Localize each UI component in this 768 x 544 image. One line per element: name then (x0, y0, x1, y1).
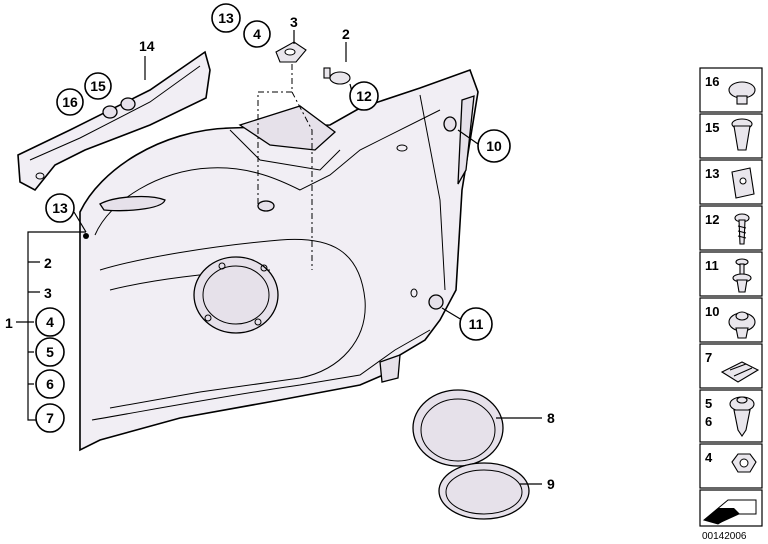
callout-ring-13-left (45, 193, 75, 223)
callout-11: 11 (469, 316, 484, 332)
callout-4-left: 4 (46, 314, 54, 330)
legend-box-7 (699, 343, 763, 389)
legend-label-12: 12 (705, 212, 719, 227)
trim-strip-part-14 (17, 50, 211, 192)
legend-box-4 (699, 443, 763, 489)
callout-ring-10 (477, 129, 511, 163)
callout-ring-4-top (243, 20, 271, 48)
callout-6-left: 6 (46, 376, 54, 392)
callout-14: 14 (139, 38, 155, 54)
legend-label-16: 16 (705, 74, 719, 89)
callout-ring-7-left (35, 403, 65, 433)
callout-15: 15 (90, 78, 106, 94)
hex-nut-icon (731, 453, 757, 473)
clip-nut-icon (731, 167, 755, 199)
callout-ring-6-left (35, 369, 65, 399)
legend-box-15 (699, 113, 763, 159)
legend-box-12 (699, 205, 763, 251)
callout-8: 8 (547, 410, 555, 426)
callout-ring-5-left (35, 337, 65, 367)
spring-clip-icon (720, 361, 760, 383)
rivet-icon (732, 258, 752, 293)
callout-16: 16 (62, 94, 78, 110)
callout-2-top: 2 (342, 26, 350, 42)
callout-13-top: 13 (218, 10, 234, 26)
callout-ring-12 (349, 81, 379, 111)
speaker-mount (193, 256, 279, 334)
assembly-line-b (291, 91, 313, 270)
panel-hole-mid (396, 144, 408, 152)
panel-hole-right (443, 116, 457, 132)
legend-label-15: 15 (705, 120, 719, 135)
callout-10: 10 (486, 138, 502, 154)
callout-13-left: 13 (52, 200, 68, 216)
screw-icon (734, 213, 750, 245)
diagram-code: 00142006 (702, 531, 747, 542)
callout-1: 1 (5, 315, 13, 331)
fastener-legend: 16 15 13 12 11 (699, 67, 763, 527)
legend-label-13: 13 (705, 166, 719, 181)
legend-label-6: 6 (705, 414, 712, 429)
callout-7-left: 7 (46, 410, 54, 426)
callout-bracket (16, 231, 86, 421)
expanding-nut-icon (731, 118, 753, 151)
legend-label-7: 7 (705, 350, 712, 365)
speaker-grille-ring-9 (438, 462, 530, 520)
callout-12: 12 (356, 88, 372, 104)
bracket-part-3 (275, 41, 307, 63)
direction-arrow-icon (702, 499, 757, 525)
push-rivet-icon (729, 396, 755, 437)
plug-clip-icon (728, 311, 756, 339)
screw-part-2 (323, 67, 351, 85)
legend-box-11 (699, 251, 763, 297)
legend-label-5: 5 (705, 396, 712, 411)
legend-label-4: 4 (705, 450, 713, 465)
callout-ring-15 (84, 72, 112, 100)
panel-hole-lower (428, 294, 444, 310)
callout-5-left: 5 (46, 344, 54, 360)
callout-3-left: 3 (44, 285, 52, 301)
rear-side-trim-panel (79, 68, 479, 452)
callout-ring-16 (56, 88, 84, 116)
callout-ring-11 (459, 307, 493, 341)
panel-clip-point (83, 233, 89, 239)
legend-label-10: 10 (705, 304, 719, 319)
callout-ring-4-left (35, 307, 65, 337)
panel-hole-small (410, 288, 418, 298)
assembly-line-a (257, 64, 293, 206)
callout-4-top: 4 (253, 26, 261, 42)
callout-3-top: 3 (290, 14, 298, 30)
push-cap-icon (728, 81, 756, 105)
legend-label-11: 11 (705, 258, 719, 273)
panel-hole-upper (257, 200, 275, 212)
legend-box-5-6 (699, 389, 763, 443)
callout-ring-13-top (211, 3, 241, 33)
callout-2-left: 2 (44, 255, 52, 271)
callout-9: 9 (547, 476, 555, 492)
speaker-grille-ring-8 (412, 389, 504, 467)
